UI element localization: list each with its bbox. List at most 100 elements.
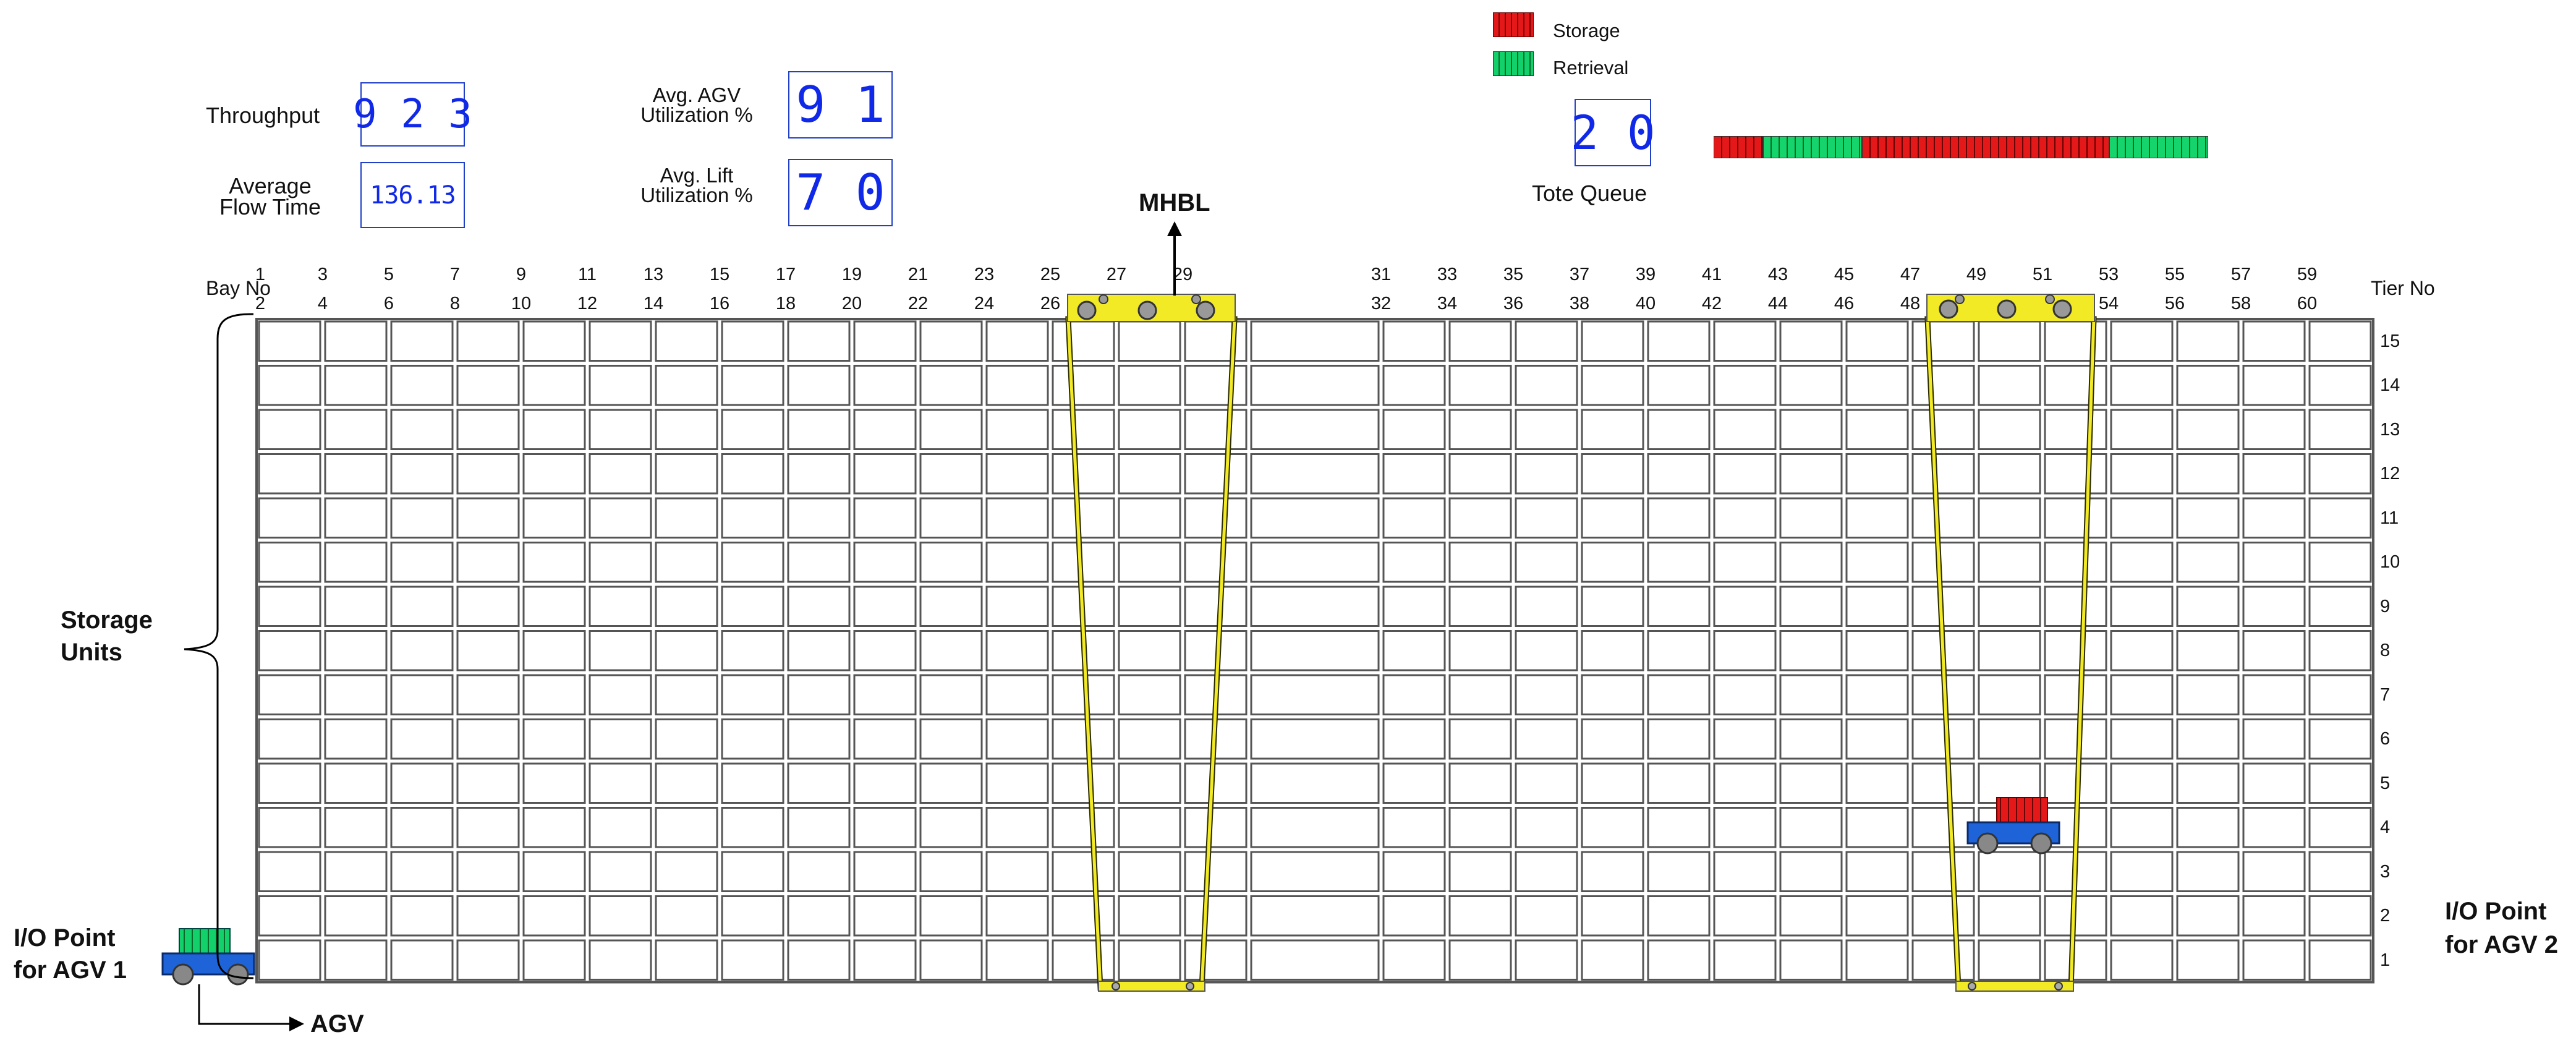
storage-cell — [1052, 497, 1115, 539]
storage-cell — [2242, 674, 2306, 715]
storage-cell — [2242, 586, 2306, 627]
storage-cell — [721, 630, 784, 671]
storage-cell — [655, 718, 718, 760]
bay-number: 41 — [1701, 265, 1722, 284]
storage-cell — [2242, 851, 2306, 892]
storage-cell — [1779, 542, 1843, 583]
storage-cell — [787, 939, 851, 981]
bay-number: 37 — [1569, 265, 1590, 284]
storage-cell — [853, 542, 917, 583]
bay-number: 44 — [1767, 294, 1788, 313]
storage-cell — [919, 939, 983, 981]
bay-number: 20 — [841, 294, 862, 313]
storage-cell — [2110, 851, 2174, 892]
storage-cell — [522, 630, 586, 671]
storage-cell — [589, 497, 652, 539]
storage-cell — [1448, 762, 1512, 804]
storage-cell — [1713, 674, 1777, 715]
storage-cell — [1382, 453, 1446, 495]
storage-cell — [2308, 630, 2372, 671]
agv-utilization-label: Avg. AGV Utilization % — [619, 85, 774, 125]
storage-cell — [2110, 630, 2174, 671]
storage-cell — [1581, 762, 1644, 804]
storage-cell — [721, 939, 784, 981]
bay-number: 3 — [317, 265, 328, 284]
bay-number: 15 — [709, 265, 730, 284]
retrieval-legend-swatch — [1493, 51, 1534, 76]
storage-cell — [1118, 497, 1181, 539]
storage-cell — [2176, 762, 2240, 804]
storage-cell — [456, 807, 520, 848]
storage-cell — [1581, 542, 1644, 583]
storage-cell — [1911, 718, 1975, 760]
storage-cell — [1713, 718, 1777, 760]
storage-cell — [985, 542, 1049, 583]
storage-cell — [1515, 453, 1578, 495]
storage-cell — [655, 939, 718, 981]
storage-cell — [258, 630, 321, 671]
storage-cell — [853, 630, 917, 671]
agv-utilization-label-line1: Avg. AGV — [652, 83, 741, 106]
bay-number: 34 — [1437, 294, 1458, 313]
storage-cell — [390, 939, 454, 981]
storage-cell — [390, 542, 454, 583]
storage-cell — [1118, 851, 1181, 892]
storage-cell — [721, 762, 784, 804]
tier-number: 14 — [2380, 375, 2400, 396]
storage-cell — [2110, 895, 2174, 937]
storage-cell — [1118, 807, 1181, 848]
storage-cell — [2110, 320, 2174, 362]
storage-cell — [1978, 851, 2041, 892]
storage-cell — [589, 630, 652, 671]
storage-cell — [1250, 807, 1380, 848]
agv-1[interactable] — [161, 928, 255, 986]
storage-units-label-line1: Storage — [61, 607, 153, 634]
retrieval-legend-label: Retrieval — [1553, 57, 1629, 79]
storage-cell — [522, 497, 586, 539]
bay-number: 7 — [449, 265, 461, 284]
storage-cell — [1779, 674, 1843, 715]
agv-utilization-label-line2: Utilization % — [640, 103, 753, 126]
bay-number: 43 — [1767, 265, 1788, 284]
tier-number: 3 — [2380, 861, 2391, 882]
storage-cell — [985, 497, 1049, 539]
storage-cell — [787, 674, 851, 715]
storage-cell — [1581, 586, 1644, 627]
agv-2[interactable] — [1966, 797, 2060, 854]
storage-cell — [1911, 320, 1975, 362]
storage-cell — [258, 320, 321, 362]
storage-cell — [522, 409, 586, 450]
storage-cell — [589, 365, 652, 406]
storage-cell — [2308, 851, 2372, 892]
storage-cell — [390, 320, 454, 362]
storage-cell — [1250, 497, 1380, 539]
storage-cell — [2110, 718, 2174, 760]
storage-cell — [324, 365, 388, 406]
storage-cell — [522, 674, 586, 715]
storage-cell — [985, 674, 1049, 715]
storage-cell — [1382, 895, 1446, 937]
storage-grid — [255, 318, 2374, 984]
storage-cell — [1515, 895, 1578, 937]
bay-number: 36 — [1503, 294, 1524, 313]
storage-cell — [1515, 365, 1578, 406]
storage-legend-label: Storage — [1553, 20, 1620, 41]
storage-cell — [985, 320, 1049, 362]
bay-number: 45 — [1834, 265, 1855, 284]
storage-cell — [1250, 409, 1380, 450]
storage-cell — [1118, 630, 1181, 671]
storage-cell — [1382, 409, 1446, 450]
storage-cell — [1052, 409, 1115, 450]
storage-cell — [589, 718, 652, 760]
storage-cell — [390, 365, 454, 406]
storage-cell — [1448, 320, 1512, 362]
storage-cell — [1382, 807, 1446, 848]
bay-number: 18 — [775, 294, 796, 313]
storage-cell — [324, 320, 388, 362]
storage-cell — [324, 807, 388, 848]
storage-cell — [1250, 895, 1380, 937]
lift-utilization-display: 7 0 — [788, 159, 893, 226]
storage-cell — [1184, 453, 1248, 495]
storage-cell — [787, 630, 851, 671]
storage-cell — [1647, 807, 1711, 848]
